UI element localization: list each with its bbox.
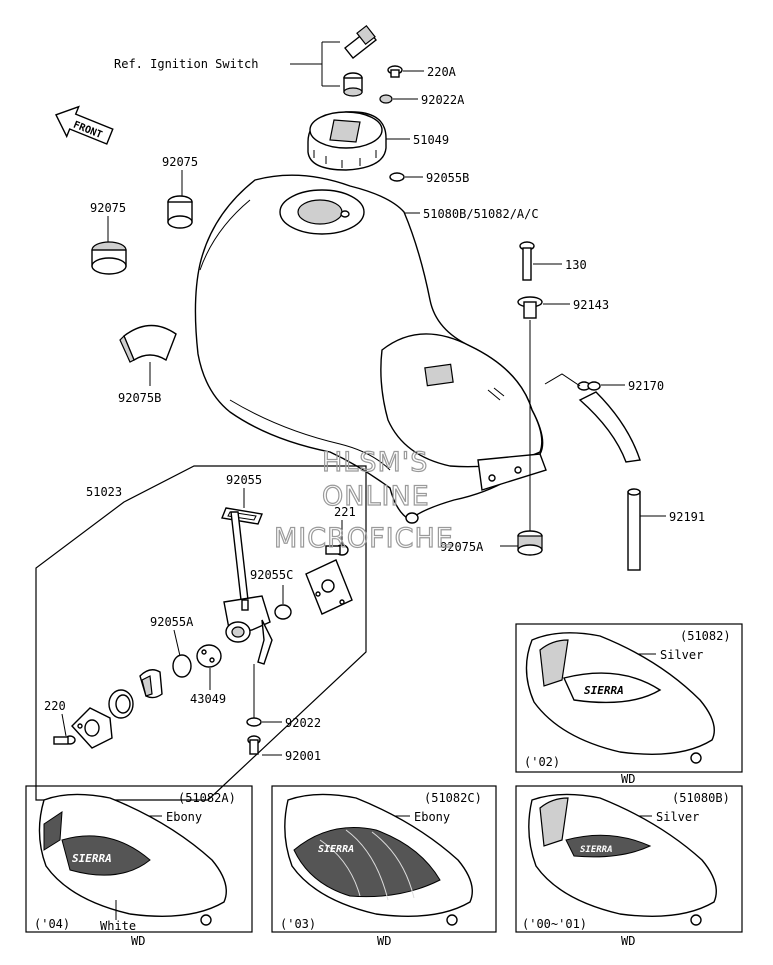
variant-51082a-color: Ebony <box>166 810 202 824</box>
variant-51080b-color: Silver <box>656 810 699 824</box>
screw-220 <box>53 735 76 745</box>
callout-220a: 220A <box>427 65 457 79</box>
o-ring-92055c <box>274 604 292 620</box>
variant-51082-decal: SIERRA <box>584 684 624 697</box>
variant-51082-code: WD <box>621 772 635 786</box>
callout-92075-left: 92075 <box>90 201 126 215</box>
variant-51082a-trim: White <box>100 919 136 933</box>
callout-92075-upper: 92075 <box>162 155 198 169</box>
watermark-line-1: HLSM'S <box>322 447 428 478</box>
callout-92055: 92055 <box>226 473 262 487</box>
variant-51082a-year: ('04) <box>34 917 70 931</box>
fuel-cock-assembly-outline <box>35 465 367 801</box>
lever-knob <box>139 669 163 699</box>
variant-51082c-code: WD <box>377 934 391 948</box>
callout-92022a: 92022A <box>421 93 465 107</box>
callout-92022: 92022 <box>285 716 321 730</box>
o-ring-92055a <box>172 654 192 678</box>
watermark-line-2: ONLINE <box>322 481 430 512</box>
variant-51082c-part: (51082C) <box>424 791 482 805</box>
fuel-cock-body <box>223 511 273 665</box>
callout-43049: 43049 <box>190 692 226 706</box>
cover-plate <box>71 707 113 749</box>
variant-51082a-part: (51082A) <box>178 791 236 805</box>
screw-221 <box>325 544 349 556</box>
washer-92022 <box>246 717 262 727</box>
key-cylinder <box>343 72 363 97</box>
watermark: HLSM'S ONLINE MICROFICHE <box>273 446 454 554</box>
variant-51080b-part: (51080B) <box>672 791 730 805</box>
fuel-cap-51049 <box>307 111 387 171</box>
variant-51082-year: ('02) <box>524 755 560 769</box>
variant-51082c-decal: SIERRA <box>318 844 354 855</box>
variant-panel-51082c: (51082C) Ebony SIERRA ('03) WD <box>271 785 497 948</box>
variant-panel-51082a: (51082A) Ebony SIERRA White ('04) WD <box>25 785 253 948</box>
callout-92075a: 92075A <box>440 540 484 554</box>
variant-51080b-code: WD <box>621 934 635 948</box>
screw-220a <box>387 65 403 78</box>
callout-130: 130 <box>565 258 587 272</box>
spring-washer <box>108 689 134 719</box>
hose-92191 <box>578 391 641 571</box>
callout-92055b: 92055B <box>426 171 469 185</box>
callout-51080-tank: 51080B/51082/A/C <box>423 207 539 221</box>
callout-221: 221 <box>334 505 356 519</box>
variant-51080b-year: ('00~'01) <box>522 917 587 931</box>
gasket-92055 <box>221 507 263 525</box>
ref-ignition-switch-label: Ref. Ignition Switch <box>114 57 259 71</box>
variant-51080b-decal: SIERRA <box>580 845 613 855</box>
fuel-tank <box>194 174 547 524</box>
bolt-130 <box>519 241 535 281</box>
collar-92143 <box>517 296 543 319</box>
callout-51049: 51049 <box>413 133 449 147</box>
variant-51082c-color: Ebony <box>414 810 450 824</box>
o-ring-92055b <box>389 172 405 182</box>
clip-92170 <box>577 381 601 391</box>
screw-92001 <box>247 735 261 755</box>
variant-51082a-code: WD <box>131 934 145 948</box>
callout-220: 220 <box>44 699 66 713</box>
ignition-key <box>344 24 377 59</box>
damper-92075a <box>517 530 543 556</box>
watermark-line-3: MICROFICHE <box>274 523 454 554</box>
callout-92055c: 92055C <box>250 568 293 582</box>
callout-92055a: 92055A <box>150 615 194 629</box>
callout-51023: 51023 <box>86 485 122 499</box>
packing-43049 <box>196 644 222 668</box>
variant-panel-51082: (51082) Silver SIERRA ('02) WD <box>515 623 743 786</box>
front-arrow: FRONT <box>55 105 114 145</box>
damper-92075-left <box>91 241 127 275</box>
variant-51082c-year: ('03) <box>280 917 316 931</box>
callout-92170: 92170 <box>628 379 664 393</box>
callout-92075b: 92075B <box>118 391 161 405</box>
damper-92075-upper <box>167 195 193 229</box>
lever-plate <box>305 559 353 615</box>
damper-92075b <box>119 324 177 363</box>
variant-51082-color: Silver <box>660 648 703 662</box>
variant-51082a-decal: SIERRA <box>72 852 112 865</box>
washer-92022a <box>379 94 393 104</box>
callout-92191: 92191 <box>669 510 705 524</box>
callout-92001: 92001 <box>285 749 321 763</box>
callout-92143: 92143 <box>573 298 609 312</box>
variant-panel-51080b: (51080B) Silver SIERRA ('00~'01) WD <box>515 785 743 948</box>
variant-51082-part: (51082) <box>680 629 731 643</box>
